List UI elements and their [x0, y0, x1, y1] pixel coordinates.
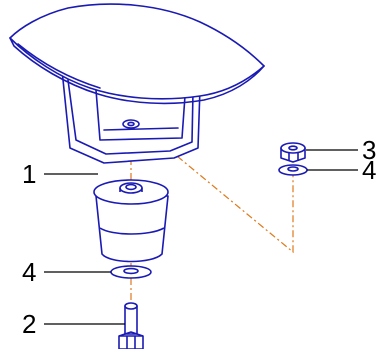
- rubber-mount: [93, 179, 169, 263]
- rubber-mount-hole: [125, 183, 137, 191]
- diagonal-axis-line: [130, 117, 294, 254]
- callout-label-2: 2: [22, 309, 36, 339]
- leader-lines: [44, 149, 358, 325]
- bolt-head: [118, 335, 144, 349]
- washer-right: [278, 164, 308, 176]
- nut: [280, 142, 306, 163]
- bolt-shank: [124, 305, 138, 335]
- nut-hole: [288, 145, 298, 151]
- callout-label-4-lower: 4: [22, 257, 36, 287]
- seat-rim: [9, 37, 265, 105]
- bolt-head-facets: [118, 331, 144, 349]
- callout-label-1: 1: [22, 159, 36, 189]
- washer-lower: [110, 265, 152, 279]
- seat-housing: [9, 3, 265, 164]
- washer-lower-hole: [123, 267, 139, 275]
- rubber-mount-lower-curve: [99, 227, 165, 235]
- seat-shell: [9, 3, 265, 100]
- bracket-hole-inner: [127, 121, 135, 127]
- washer-right-hole: [287, 166, 299, 172]
- callout-label-3: 3: [362, 135, 376, 165]
- rubber-mount-body: [95, 195, 169, 263]
- bolt-tip: [124, 302, 138, 310]
- bracket-inner: [67, 79, 194, 155]
- bolt: [118, 302, 144, 349]
- rubber-mount-boss-side: [119, 188, 143, 192]
- seat-rim-inner: [17, 43, 101, 89]
- callout-label-4-right: 4: [362, 155, 376, 185]
- nut-facets: [288, 153, 299, 161]
- bracket-floor: [95, 89, 186, 141]
